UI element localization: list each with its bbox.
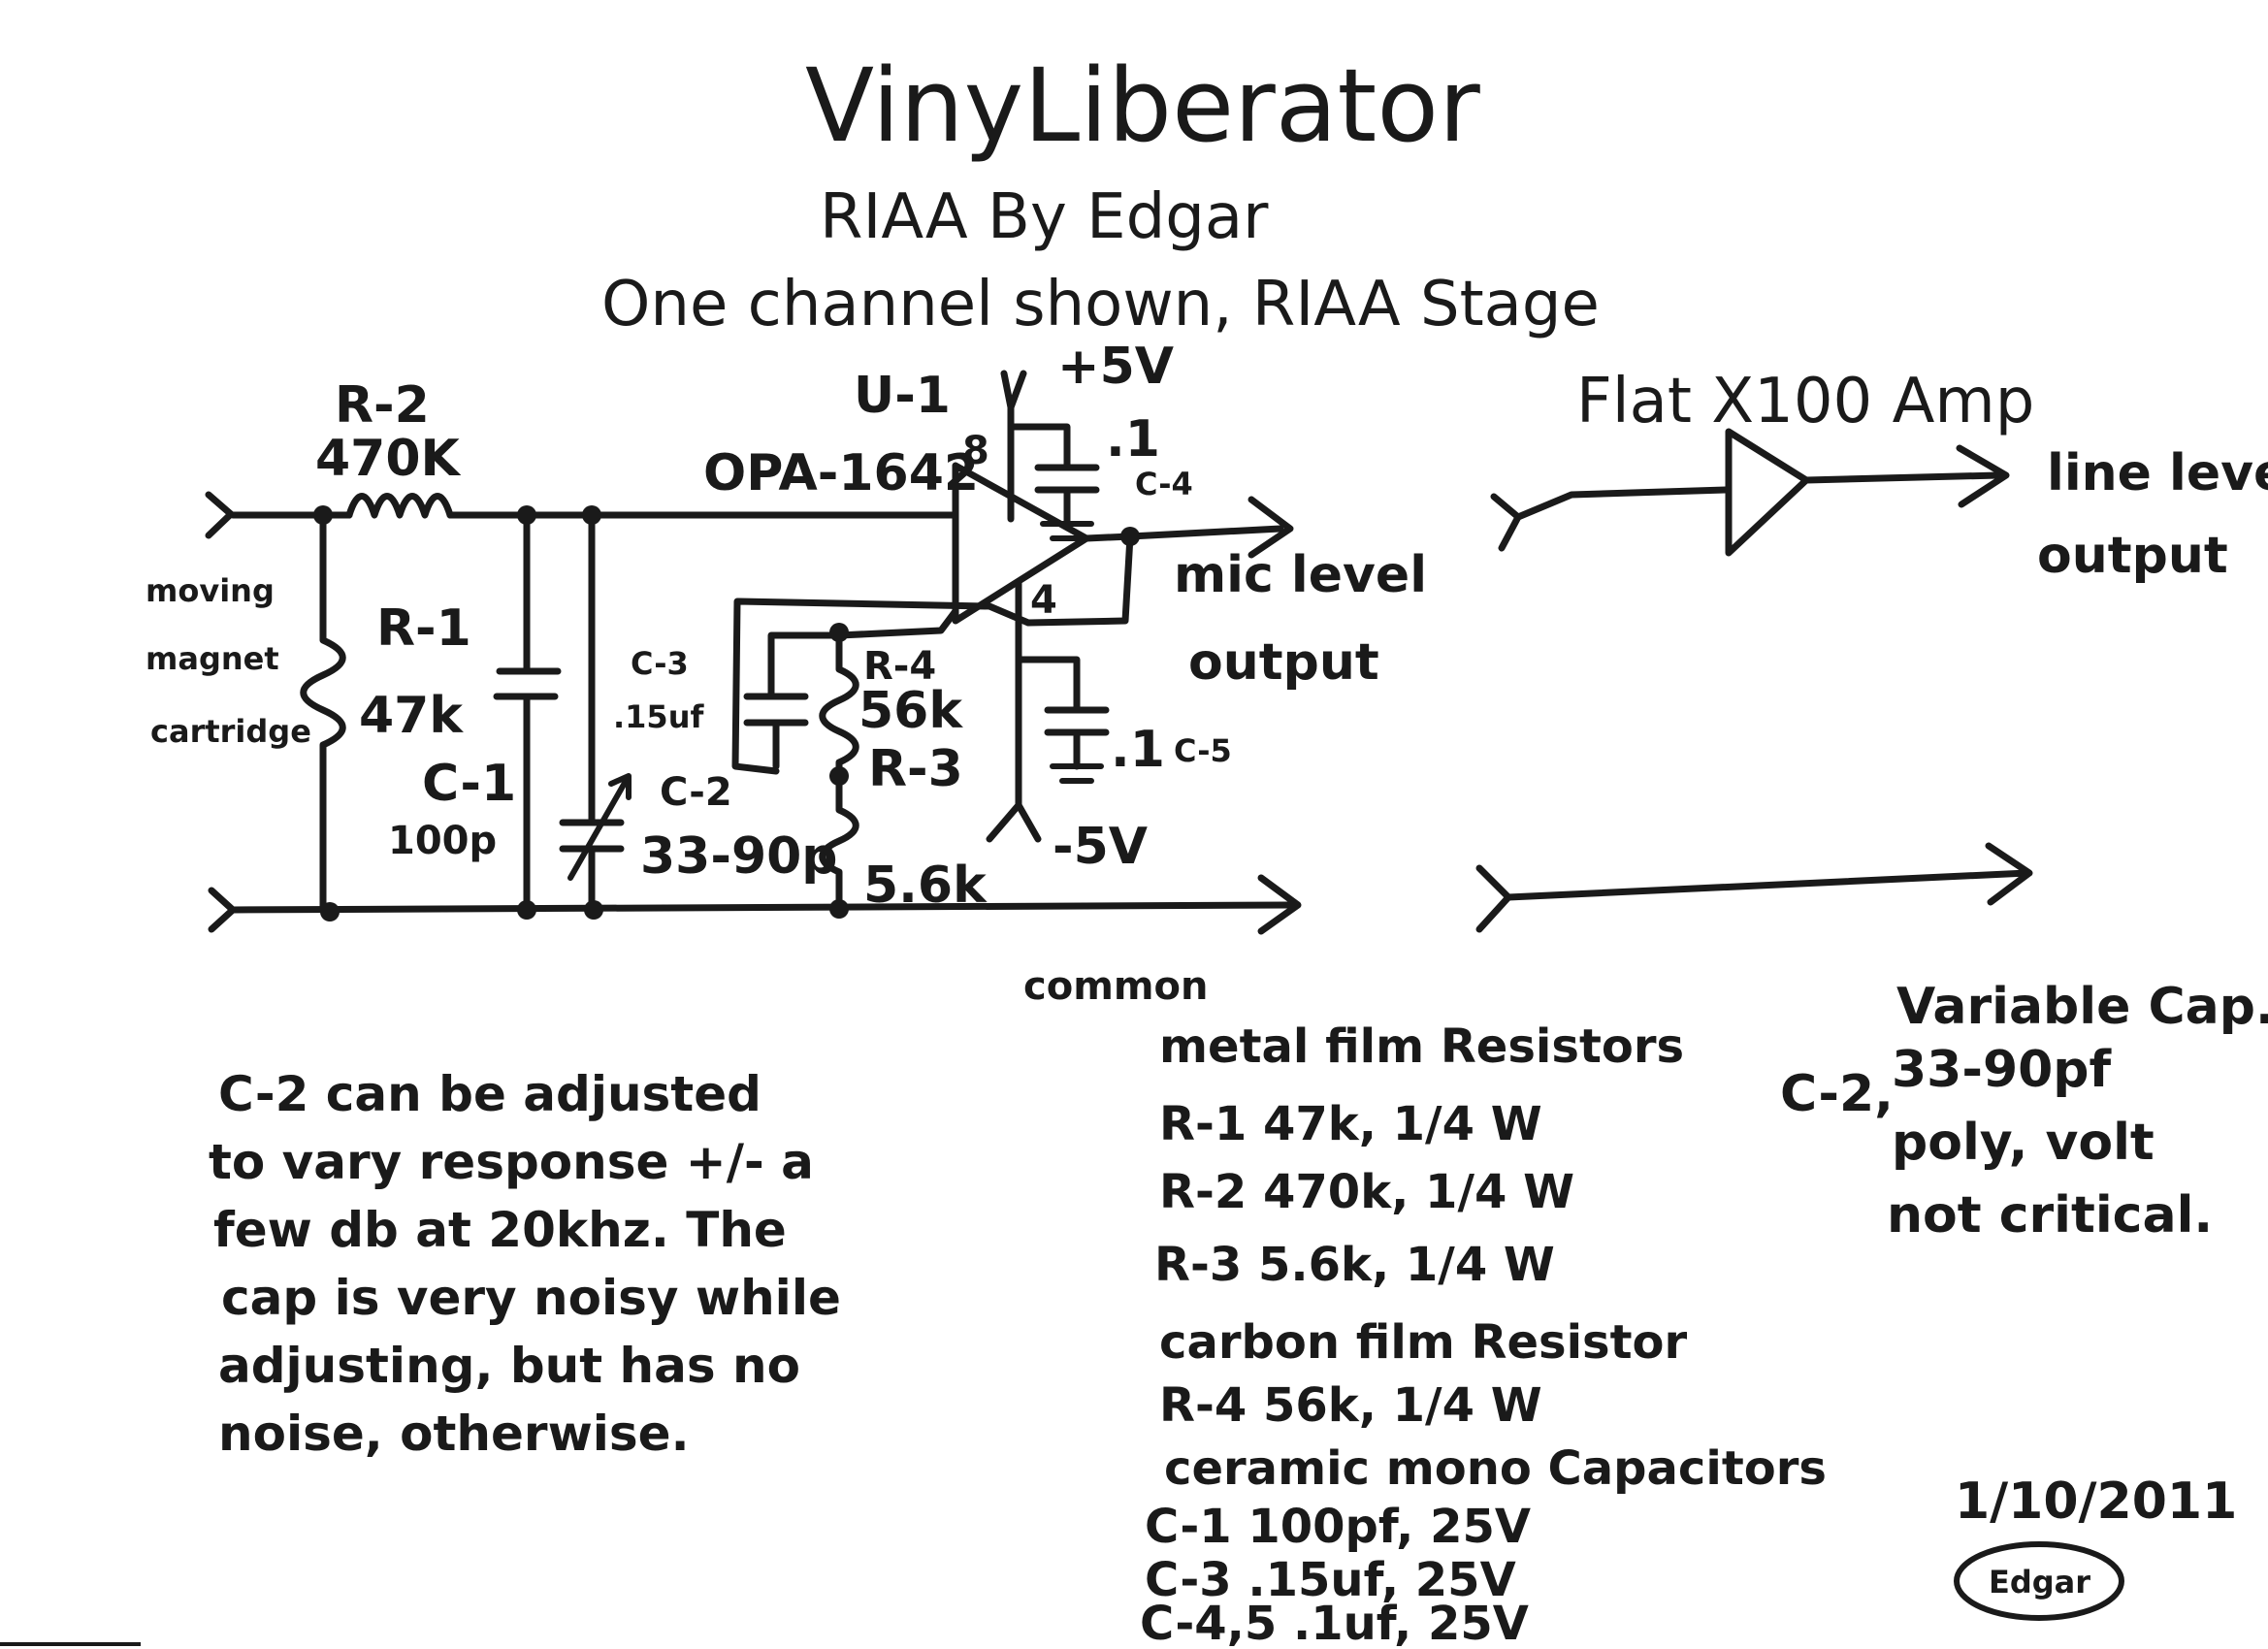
u1-pin4: 4 (1030, 578, 1057, 623)
parts-line-5: carbon film Resistor (1159, 1315, 1688, 1370)
r4-value: 56k (859, 682, 963, 740)
rail-negative: -5V (1053, 818, 1148, 876)
r4-ref: R-4 (863, 644, 936, 689)
variable-cap-line-3: poly, volt (1892, 1114, 2155, 1172)
c1-value: 100p (388, 819, 497, 863)
u1-part: OPA-1642 (703, 444, 979, 502)
mic-output-arrow (1247, 496, 1294, 559)
output-feedback-wire (1024, 533, 1134, 627)
c4-ground (1040, 521, 1094, 541)
note-line-2: to vary response +/- a (209, 1134, 814, 1190)
c5-capacitor (1015, 656, 1110, 770)
junction-dot (829, 899, 849, 919)
r3-value: 5.6k (863, 857, 988, 915)
junction-dot (313, 505, 333, 525)
flat-amp-label: Flat X100 Amp (1576, 366, 2034, 437)
c4-ref: C-4 (1135, 466, 1193, 502)
line-output-arrow (1956, 444, 2010, 508)
r4-resistor (819, 629, 859, 780)
note-line-5: adjusting, but has no (218, 1338, 800, 1394)
note-line-4: cap is very noisy while (221, 1270, 841, 1326)
note-line-3: few db at 20khz. The (213, 1202, 787, 1258)
c5-value: .1 (1111, 721, 1165, 779)
amp-output-wire (1802, 471, 2002, 484)
junction-dot (517, 505, 536, 525)
junction-dot (582, 505, 601, 525)
signature-oval (1954, 1541, 2124, 1621)
variable-cap-ref: C-2, (1780, 1065, 1894, 1123)
diagram-title: VinyLiberator (805, 47, 1480, 165)
common-label: common (1023, 964, 1209, 1009)
junction-dot (320, 902, 340, 922)
common-arrow (1257, 874, 1302, 935)
c1-wire (493, 511, 562, 914)
r1-ref: R-1 (376, 599, 471, 658)
r2-value: 470K (315, 430, 462, 488)
input-label-1: moving (146, 572, 275, 609)
variable-cap-line-1: Variable Cap. (1896, 978, 2268, 1036)
line-common-arrow-out (1985, 842, 2033, 906)
c2-value: 33-90p (640, 827, 838, 886)
junction-dot (517, 900, 536, 920)
c3-capacitor (743, 631, 843, 770)
note-line-1: C-2 can be adjusted (218, 1066, 761, 1122)
inverting-input-wire (835, 607, 959, 639)
parts-line-6: R-4 56k, 1/4 W (1159, 1378, 1542, 1433)
r3-ref: R-3 (868, 740, 963, 798)
signature-text: Edgar (1989, 1564, 2090, 1600)
diagram-subtitle-2: One channel shown, RIAA Stage (601, 269, 1600, 340)
rail-positive: +5V (1057, 338, 1174, 396)
parts-line-8: C-1 100pf, 25V (1145, 1500, 1531, 1554)
line-common-wire (1505, 869, 2031, 901)
variable-cap-line-2: 33-90pf (1892, 1041, 2113, 1099)
c1-ref: C-1 (422, 755, 516, 813)
variable-cap-line-4: not critical. (1887, 1186, 2213, 1245)
input-label-3: cartridge (150, 713, 311, 750)
parts-line-4: R-3 5.6k, 1/4 W (1154, 1238, 1555, 1292)
c5-ground (1050, 763, 1104, 784)
input-label-2: magnet (146, 640, 279, 677)
r2-resistor (345, 493, 454, 519)
parts-line-9: C-3 .15uf, 25V (1145, 1553, 1516, 1607)
amp-input-arrow (1490, 493, 1522, 552)
amp-input-wire (1514, 486, 1731, 521)
opamp-triangle (952, 462, 1090, 625)
diagram-subtitle: RIAA By Edgar (820, 181, 1269, 253)
u1-ref: U-1 (854, 367, 951, 425)
parts-line-2: R-1 47k, 1/4 W (1159, 1097, 1542, 1151)
line-output-label-1: line level (2047, 444, 2268, 502)
r3-resistor (819, 772, 859, 911)
r1-wire (300, 511, 346, 914)
c2-variable-arrow (567, 773, 632, 881)
parts-line-1: metal film Resistors (1159, 1019, 1684, 1074)
c2-wire (559, 511, 625, 914)
pin8-wire (1000, 370, 1027, 523)
junction-dot (584, 900, 603, 920)
c5-ref: C-5 (1174, 732, 1232, 769)
date-label: 1/10/2011 (1955, 1472, 2237, 1531)
c2-ref: C-2 (660, 770, 732, 815)
r2-ref: R-2 (335, 376, 430, 435)
note-line-6: noise, otherwise. (218, 1406, 690, 1462)
r1-value: 47k (359, 687, 464, 745)
line-common-arrow-in (1475, 864, 1512, 933)
mic-output-label-1: mic level (1174, 546, 1427, 604)
input-top-arrow (205, 491, 235, 539)
parts-line-10: C-4,5 .1uf, 25V (1140, 1597, 1529, 1649)
line-output-label-2: output (2037, 527, 2228, 585)
opamp-output-wire (1083, 525, 1284, 542)
flat-amp-triangle (1725, 428, 1810, 557)
c4-capacitor (1007, 423, 1100, 528)
feedback-wire (731, 598, 1032, 775)
c3-ref: C-3 (631, 645, 689, 682)
c4-value: .1 (1106, 410, 1160, 469)
parts-line-3: R-2 470k, 1/4 W (1159, 1165, 1574, 1219)
common-wire (229, 901, 1294, 914)
mic-output-label-2: output (1188, 633, 1379, 692)
c3-value: .15uf (613, 698, 704, 735)
parts-line-7: ceramic mono Capacitors (1164, 1441, 1827, 1496)
u1-pin8: 8 (962, 429, 989, 473)
